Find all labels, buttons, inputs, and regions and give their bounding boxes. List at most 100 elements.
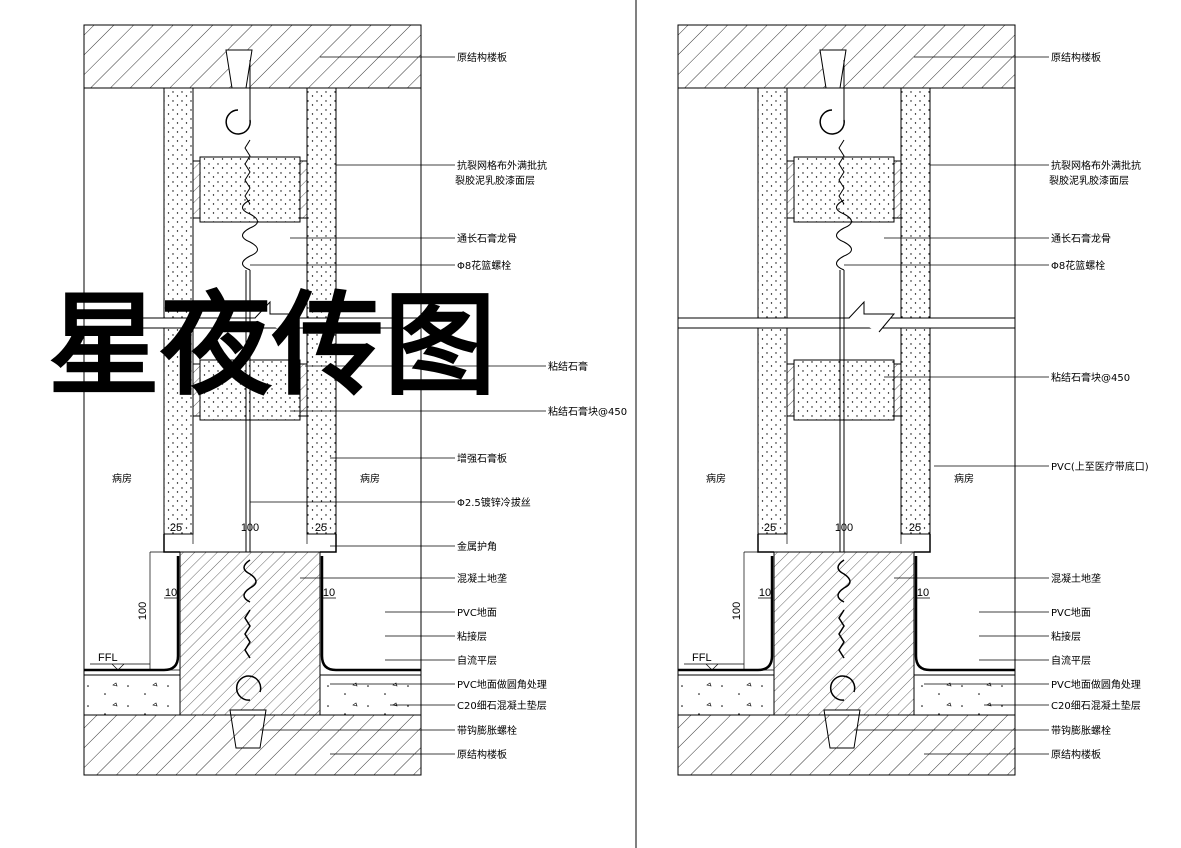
bottom-hook <box>829 675 856 701</box>
bottom-slab <box>83 714 422 776</box>
bonding-gypsum <box>192 160 201 219</box>
gypsum-board <box>163 87 194 319</box>
screed-right <box>319 674 422 716</box>
bonding-gypsum <box>893 160 902 219</box>
room-label-right: 病房 <box>360 472 380 485</box>
callout-label: C20细石混凝土垫层 <box>1051 699 1141 712</box>
turnbuckle <box>838 139 845 205</box>
callout-label: Φ8花篮螺栓 <box>1051 259 1105 272</box>
callout-label: 原结构楼板 <box>457 51 507 64</box>
callout-label: 原结构楼板 <box>1051 748 1101 761</box>
dim-100: 100 <box>835 522 853 534</box>
gypsum-block <box>199 156 301 223</box>
callout-label: 自流平层 <box>457 654 497 667</box>
spring <box>242 199 258 271</box>
dim-25-right: 25 <box>909 522 921 534</box>
gypsum-board <box>306 327 337 535</box>
turnbuckle <box>244 139 251 205</box>
callout-label: 粘结石膏块@450 <box>1051 371 1130 384</box>
dim-25-right: 25 <box>315 522 327 534</box>
hook <box>819 109 845 135</box>
ffl-symbol <box>684 663 744 671</box>
room-label-left: 病房 <box>706 472 726 485</box>
callout-label: PVC地面 <box>1051 606 1091 619</box>
callout-label: PVC地面做圆角处理 <box>1051 678 1141 691</box>
callout-label: 粘结石膏块@450 <box>548 405 627 418</box>
gypsum-block <box>793 156 895 223</box>
dim-100-height: 100 <box>731 602 743 620</box>
break-symbol <box>254 300 302 333</box>
concrete-curb <box>773 551 915 716</box>
dim-25-left: 25 <box>170 522 182 534</box>
callout-label: Φ2.5镀锌冷拔丝 <box>457 496 531 509</box>
pvc-floor-right <box>914 556 1015 672</box>
concrete-curb <box>179 551 321 716</box>
gypsum-board <box>757 327 788 535</box>
callout-label: 抗裂网格布外满批抗 <box>1051 159 1141 172</box>
callout-label: Φ8花篮螺栓 <box>457 259 511 272</box>
gypsum-board <box>900 87 931 319</box>
callout-label: 金属护角 <box>457 540 497 553</box>
gypsum-board <box>900 327 931 535</box>
callout-label: 裂胶泥乳胶漆面层 <box>455 174 535 187</box>
bonding-gypsum <box>192 363 201 417</box>
callout-label: 混凝土地垄 <box>1051 572 1101 585</box>
anchor-plug <box>225 49 253 89</box>
dimension-lines <box>149 534 337 671</box>
callout-label: 自流平层 <box>1051 654 1091 667</box>
ffl-symbol <box>90 663 150 671</box>
callout-label: 粘接层 <box>1051 630 1081 643</box>
gypsum-board <box>163 327 194 535</box>
spring <box>836 199 852 271</box>
bottom-slab <box>677 714 1016 776</box>
dim-10-left: 10 <box>165 587 177 599</box>
dimension-lines <box>743 534 931 671</box>
screed-right <box>913 674 1016 716</box>
pvc-floor-right <box>320 556 421 672</box>
screed-left <box>677 674 775 716</box>
ffl-mark: FFL <box>692 652 712 664</box>
dim-10-right: 10 <box>917 587 929 599</box>
bonding-gypsum <box>299 363 308 417</box>
bonding-gypsum <box>786 160 795 219</box>
room-label-right: 病房 <box>954 472 974 485</box>
bonding-gypsum <box>893 363 902 417</box>
bottom-hook <box>235 675 262 701</box>
callout-label: 原结构楼板 <box>457 748 507 761</box>
callout-label: 裂胶泥乳胶漆面层 <box>1049 174 1129 187</box>
callout-label: 粘接层 <box>457 630 487 643</box>
break-symbol <box>848 300 896 333</box>
callout-label: PVC(上至医疗带底口) <box>1051 460 1149 473</box>
callout-label: C20细石混凝土垫层 <box>457 699 547 712</box>
bottom-turnbuckle <box>243 559 257 659</box>
callout-label: 带钩膨胀螺栓 <box>457 724 517 737</box>
dim-25-left: 25 <box>764 522 776 534</box>
bottom-turnbuckle <box>837 559 851 659</box>
top-slab <box>83 24 422 89</box>
bonding-gypsum <box>299 160 308 219</box>
callout-label: 粘结石膏 <box>548 360 588 373</box>
callout-label: 通长石膏龙骨 <box>1051 232 1111 245</box>
gypsum-board <box>757 87 788 319</box>
watermark: 星夜传图 <box>48 280 496 411</box>
callout-label: 增强石膏板 <box>457 452 507 465</box>
hook <box>225 109 251 135</box>
bonding-gypsum <box>786 363 795 417</box>
room-label-left: 病房 <box>112 472 132 485</box>
dim-10-left: 10 <box>759 587 771 599</box>
top-slab <box>677 24 1016 89</box>
callout-label: 混凝土地垄 <box>457 572 507 585</box>
callout-label: PVC地面做圆角处理 <box>457 678 547 691</box>
screed-left <box>83 674 181 716</box>
ffl-mark: FFL <box>98 652 118 664</box>
anchor-plug <box>819 49 847 89</box>
callout-label: 带钩膨胀螺栓 <box>1051 724 1111 737</box>
dim-100: 100 <box>241 522 259 534</box>
callout-label: 通长石膏龙骨 <box>457 232 517 245</box>
dim-100-height: 100 <box>137 602 149 620</box>
callout-label: 原结构楼板 <box>1051 51 1101 64</box>
callout-label: PVC地面 <box>457 606 497 619</box>
